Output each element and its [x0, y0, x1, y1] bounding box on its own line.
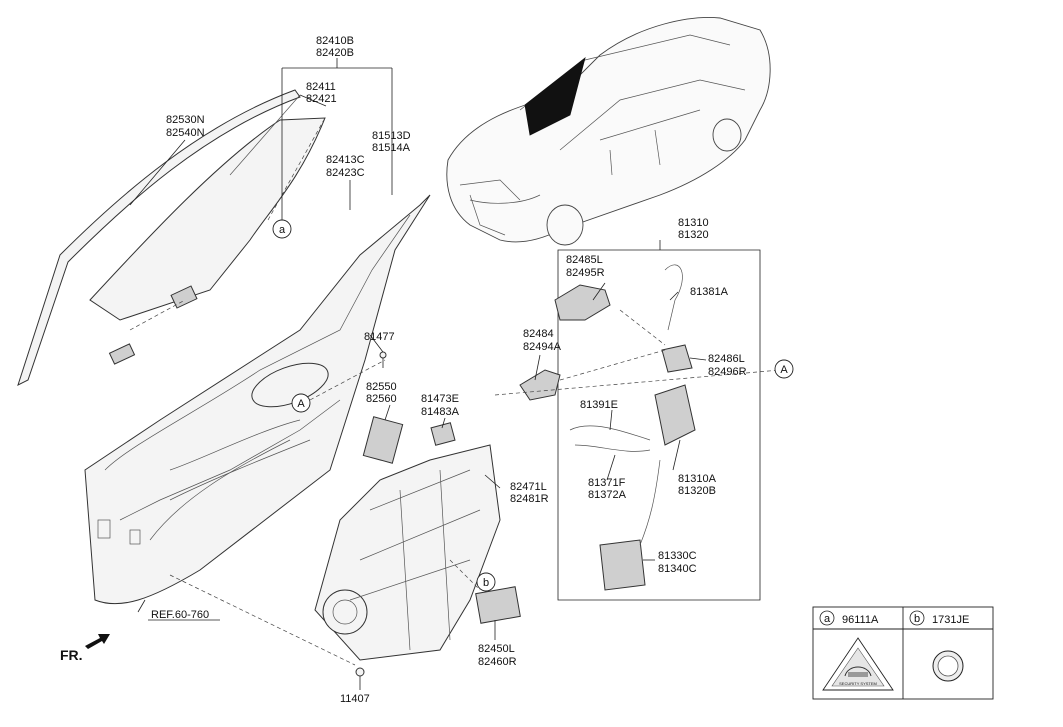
door-glass-group — [17, 89, 326, 386]
label-81371F: 81371F — [588, 477, 626, 489]
label-82540N: 82540N — [166, 127, 205, 139]
label-81320B: 81320B — [678, 485, 716, 497]
svg-text:b: b — [914, 613, 920, 625]
callout-a-glass: a — [272, 219, 292, 239]
label-81310: 81310 — [678, 217, 709, 229]
callout-A-latch: A — [774, 359, 794, 379]
security-sticker-icon: SECURITY SYSTEM — [822, 637, 894, 691]
front-direction-indicator: FR. — [60, 634, 110, 663]
callout-A-door: A — [291, 393, 311, 413]
label-82486L: 82486L — [708, 353, 745, 365]
legend-a-header: a 96111A — [819, 610, 879, 626]
label-81310A: 81310A — [678, 473, 717, 485]
label-82485L: 82485L — [566, 254, 603, 266]
label-81477: 81477 — [364, 331, 395, 343]
label-81381A: 81381A — [690, 286, 729, 298]
front-arrow-icon — [85, 634, 110, 649]
label-81320: 81320 — [678, 229, 709, 241]
latch-assembly-box — [519, 249, 761, 601]
svg-text:a: a — [824, 613, 831, 625]
label-82410B: 82410B — [316, 35, 354, 47]
label-81514A: 81514A — [372, 142, 411, 154]
label-11407: 11407 — [340, 693, 370, 705]
svg-text:A: A — [297, 398, 305, 410]
legend-b-header: b 1731JE — [909, 610, 969, 626]
label-81513D: 81513D — [372, 130, 411, 142]
label-82530N: 82530N — [166, 114, 205, 126]
label-81372A: 81372A — [588, 489, 627, 501]
label-82471L: 82471L — [510, 481, 547, 493]
label-81483A: 81483A — [421, 406, 460, 418]
label-82484: 82484 — [523, 328, 554, 340]
label-82550: 82550 — [366, 381, 397, 393]
svg-text:SECURITY SYSTEM: SECURITY SYSTEM — [839, 681, 877, 686]
leader-lines — [129, 58, 707, 690]
label-82494A: 82494A — [523, 341, 562, 353]
label-82496R: 82496R — [708, 366, 747, 378]
svg-text:b: b — [483, 577, 489, 589]
svg-text:a: a — [279, 224, 286, 236]
label-82423C: 82423C — [326, 167, 365, 179]
label-82421: 82421 — [306, 93, 337, 105]
label-81391E: 81391E — [580, 399, 618, 411]
legend-table: a 96111A b 1731JE SECURITY SYSTEM — [812, 606, 994, 700]
door-frame — [84, 194, 431, 605]
label-82420B: 82420B — [316, 47, 354, 59]
label-81340C: 81340C — [658, 563, 697, 575]
label-82560: 82560 — [366, 393, 397, 405]
label-82481R: 82481R — [510, 493, 549, 505]
grommet-icon — [932, 650, 964, 682]
callout-b-motor: b — [476, 572, 496, 592]
label-82460R: 82460R — [478, 656, 517, 668]
label-82413C: 82413C — [326, 154, 365, 166]
label-82450L: 82450L — [478, 643, 515, 655]
label-82411: 82411 — [306, 81, 336, 93]
reference-dashes — [129, 117, 781, 666]
label-81330C: 81330C — [658, 550, 697, 562]
svg-text:A: A — [780, 364, 788, 376]
svg-text:FR.: FR. — [60, 647, 83, 663]
part-labels: 82410B 82420B 82411 82421 82530N 82540N … — [151, 35, 747, 705]
ref-label: REF.60-760 — [151, 609, 209, 621]
legend-a-part: 96111A — [842, 614, 879, 626]
legend-b-part: 1731JE — [932, 614, 969, 626]
door-module-panel — [314, 351, 521, 685]
label-82495R: 82495R — [566, 267, 605, 279]
label-81473E: 81473E — [421, 393, 459, 405]
sedan-illustration — [446, 17, 771, 246]
